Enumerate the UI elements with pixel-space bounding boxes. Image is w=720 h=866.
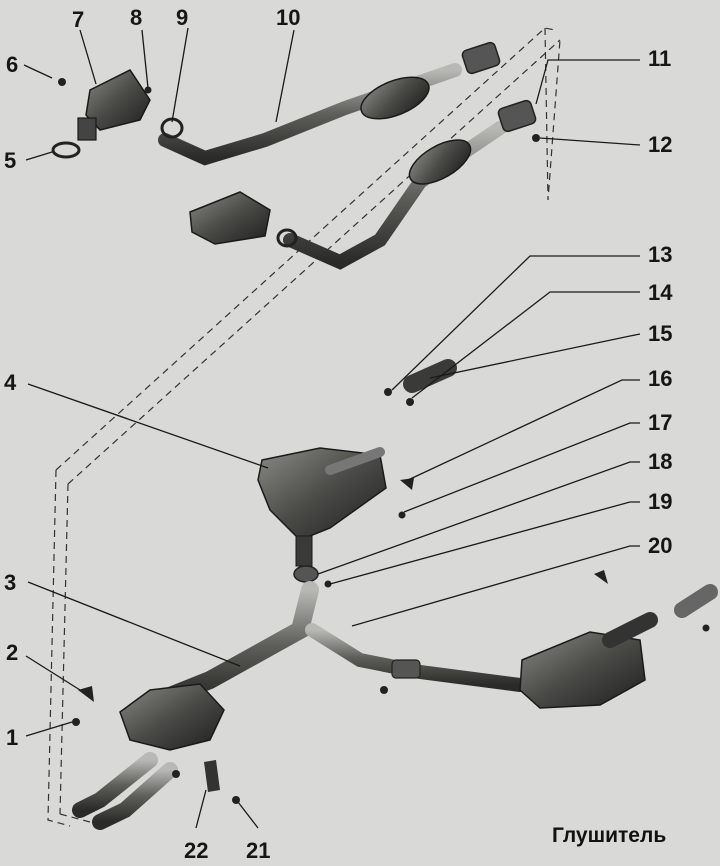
callout-3: 3 xyxy=(4,570,16,595)
exhaust-manifold xyxy=(51,69,152,159)
callout-17: 17 xyxy=(648,410,672,435)
callout-labels: 1 2 3 4 5 6 7 8 9 10 11 12 13 14 15 16 1… xyxy=(4,5,673,863)
rear-muffler-right xyxy=(519,570,718,709)
callout-16: 16 xyxy=(648,366,672,391)
callout-11: 11 xyxy=(648,46,671,71)
callout-14: 14 xyxy=(648,280,673,305)
callout-5: 5 xyxy=(4,148,16,173)
callout-20: 20 xyxy=(648,533,672,558)
y-pipe xyxy=(151,581,527,709)
callout-9: 9 xyxy=(176,5,188,30)
callout-19: 19 xyxy=(648,489,672,514)
callout-2: 2 xyxy=(6,640,18,665)
callout-6: 6 xyxy=(6,52,18,77)
front-pipe-lower xyxy=(189,99,540,270)
callout-22: 22 xyxy=(184,838,208,863)
callout-13: 13 xyxy=(648,242,672,267)
diagram-caption: Глушитель xyxy=(552,824,667,847)
front-pipe-upper xyxy=(158,41,501,166)
callout-10: 10 xyxy=(276,5,300,30)
center-muffler xyxy=(257,359,457,588)
callout-1: 1 xyxy=(6,725,18,750)
callout-8: 8 xyxy=(130,5,142,30)
callout-15: 15 xyxy=(648,321,672,346)
assembly-guide-lines xyxy=(47,27,561,827)
callout-18: 18 xyxy=(648,449,672,474)
rear-muffler-left xyxy=(72,683,240,830)
callout-7: 7 xyxy=(72,7,84,32)
callout-21: 21 xyxy=(246,838,270,863)
leader-lines xyxy=(23,27,641,829)
callout-4: 4 xyxy=(4,370,17,395)
callout-12: 12 xyxy=(648,132,672,157)
